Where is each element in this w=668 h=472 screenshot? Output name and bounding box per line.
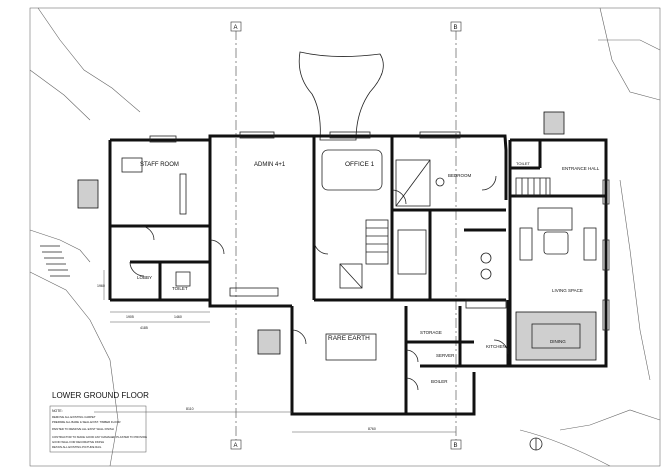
grid-tag-b-bottom <box>450 439 462 450</box>
room-label-rare-earth: RARE EARTH <box>328 335 370 342</box>
dimension-lines <box>94 270 456 433</box>
room-label-dining: DINING <box>550 339 566 344</box>
outer-walls <box>108 134 608 416</box>
room-label-entrance-hall: ENTRANCE HALL <box>562 166 600 171</box>
note-line: CONTRACTOR TO MAKE GOOD ANY DAMAGED PLAS… <box>52 435 147 439</box>
room-label-toilet-left: TOILET <box>172 286 188 291</box>
room-label-office: OFFICE 1 <box>345 161 375 168</box>
drawing-title: LOWER GROUND FLOOR <box>52 391 149 400</box>
dimension-left-c: 1460 <box>174 315 182 319</box>
note-line: PAINTED TO REMOVE ALL EXIST WALL FINISH <box>52 427 114 431</box>
dimension-side-a: 1960 <box>97 284 105 288</box>
room-label-admin: ADMIN 4+1 <box>254 162 286 168</box>
room-label-living-space: LIVING SPACE <box>552 288 583 293</box>
grid-label-a-top: A <box>234 25 238 31</box>
room-label-server: SERVER <box>436 353 455 358</box>
dimension-left-b: 1905 <box>126 315 134 319</box>
gridlines <box>230 21 462 450</box>
dimension-bottom-b: 8760 <box>368 427 376 431</box>
room-label-staff-room: STAFF ROOM <box>140 162 179 168</box>
grid-tag-b-top <box>450 21 462 32</box>
dimension-bottom-a: 8110 <box>186 407 194 411</box>
stairs <box>339 159 551 289</box>
grid-tag-a-bottom <box>230 439 242 450</box>
site-boundary-lines <box>29 7 661 467</box>
room-label-bedroom: BEDROOM <box>448 173 472 178</box>
hatched-chimney-blocks <box>77 111 565 355</box>
room-label-storage: STORAGE <box>420 330 442 335</box>
notes-box <box>49 405 147 453</box>
note-line: REMOVE ALL EXISTING CARPET <box>52 415 96 419</box>
note-line: GOOD WALL FOR DECORATIVE FINISH <box>52 440 104 444</box>
external-steps <box>40 245 70 277</box>
north-arrow-icon <box>529 437 543 451</box>
grid-tag-a-top <box>230 21 242 32</box>
room-label-toilet-top: TOILET <box>516 161 530 166</box>
grid-label-a-bottom: A <box>234 443 238 449</box>
note-line: PREPARE ALL BARE & SEAL EXIST. TIMBER FL… <box>52 420 121 424</box>
top-curved-feature <box>298 51 384 141</box>
grid-label-b-bottom: B <box>454 443 458 449</box>
room-label-lobby: LOBBY <box>137 275 152 280</box>
door-swings <box>129 175 509 391</box>
note-line: RETAIN ALL EXISTING PICTURE RAIL <box>52 445 102 449</box>
room-label-boiler: BOILER <box>431 379 448 384</box>
dimension-left-a: 4185 <box>140 326 148 330</box>
notes-heading: NOTE: <box>52 409 63 413</box>
windows <box>149 131 610 331</box>
furniture <box>121 149 597 361</box>
grid-label-b-top: B <box>454 25 458 31</box>
room-label-kitchen: KITCHEN <box>486 344 506 349</box>
sheet-border <box>29 7 661 467</box>
